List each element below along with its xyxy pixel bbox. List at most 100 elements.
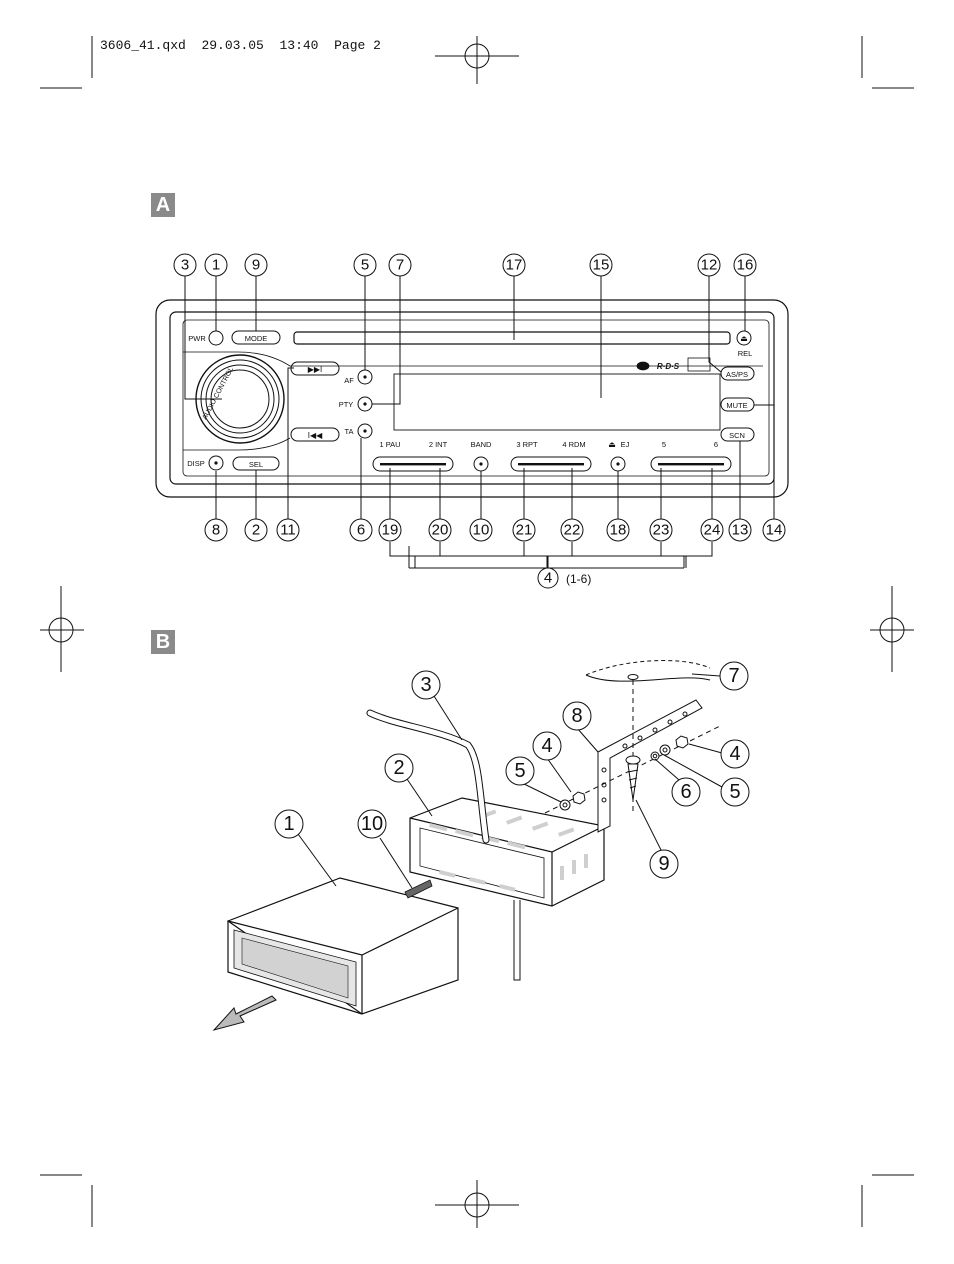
band-label: BAND bbox=[471, 440, 492, 449]
scn-button[interactable] bbox=[720, 427, 755, 442]
callout-b-6: 6 bbox=[680, 781, 691, 803]
callout-b-2: 2 bbox=[393, 757, 404, 779]
radio-unit bbox=[226, 877, 459, 1015]
as-ps-button[interactable] bbox=[720, 366, 755, 381]
rear-bolt bbox=[404, 879, 433, 899]
registration-mark-bottom bbox=[435, 1180, 519, 1228]
dashboard-panel bbox=[585, 660, 711, 682]
cd-logo bbox=[636, 357, 711, 372]
five-label: 5 bbox=[662, 440, 666, 449]
callout-23: 23 bbox=[653, 522, 670, 539]
ta-label: TA bbox=[344, 427, 353, 436]
callout-16: 16 bbox=[737, 257, 754, 274]
callout-1: 1 bbox=[212, 257, 220, 274]
six-label: 6 bbox=[714, 440, 718, 449]
self-tapping-screw bbox=[625, 755, 641, 801]
callout-9: 9 bbox=[252, 257, 260, 274]
ej-eject-icon: ⏏ bbox=[608, 440, 616, 449]
file-name: 3606_41.qxd bbox=[100, 38, 186, 53]
callout-b-9: 9 bbox=[658, 853, 669, 875]
rpt-label: 3 RPT bbox=[516, 440, 538, 449]
callout-b-8: 8 bbox=[571, 705, 582, 727]
registration-mark-left bbox=[40, 586, 84, 672]
callout-18: 18 bbox=[610, 522, 627, 539]
rds-logo: R·D·S bbox=[657, 362, 680, 371]
mute-label: MUTE bbox=[726, 401, 747, 410]
registration-mark-top bbox=[435, 36, 519, 84]
pull-out-arrow-icon bbox=[212, 995, 277, 1031]
ej-label: EJ bbox=[621, 440, 630, 449]
radio-front-panel bbox=[155, 299, 789, 498]
callout-b-1: 1 bbox=[283, 813, 294, 835]
power-button[interactable] bbox=[208, 330, 224, 346]
support-strap-cable bbox=[513, 900, 521, 981]
group-sub-brackets bbox=[389, 542, 713, 568]
release-button[interactable] bbox=[736, 330, 752, 346]
cd-slot bbox=[293, 331, 731, 345]
af-label: AF bbox=[344, 376, 354, 385]
bolt-axis-line bbox=[544, 725, 721, 814]
page-label: Page 2 bbox=[334, 38, 381, 53]
callout-24: 24 bbox=[704, 522, 721, 539]
rdm-label: 4 RDM bbox=[562, 440, 585, 449]
disp-label: DISP bbox=[187, 459, 205, 468]
ta-button[interactable] bbox=[357, 423, 373, 439]
sel-label: SEL bbox=[249, 460, 263, 469]
nut-and-washer-set bbox=[559, 735, 689, 811]
preset-button-5-6[interactable] bbox=[650, 456, 732, 472]
mounting-sleeve bbox=[409, 797, 605, 907]
preset-button-1-2[interactable] bbox=[372, 456, 454, 472]
callout-5: 5 bbox=[361, 257, 369, 274]
callout-8: 8 bbox=[212, 522, 220, 539]
callout-b-4-right: 4 bbox=[729, 743, 740, 765]
pau-label: 1 PAU bbox=[379, 440, 400, 449]
callout-7: 7 bbox=[396, 257, 404, 274]
registration-mark-right bbox=[870, 586, 914, 672]
preset-button-3-4[interactable] bbox=[510, 456, 592, 472]
pty-label: PTY bbox=[339, 400, 354, 409]
lcd-display bbox=[393, 373, 721, 431]
callout-10: 10 bbox=[473, 522, 490, 539]
callout-b-10: 10 bbox=[361, 813, 383, 835]
callout-11: 11 bbox=[280, 522, 296, 539]
panel-labels: PWR MODE ▶▶I I◀◀ AF PTY TA DISP SEL ⏏ RE… bbox=[187, 334, 752, 469]
mode-label: MODE bbox=[245, 334, 268, 343]
section-a-tag: A bbox=[151, 193, 175, 217]
section-b-tag: B bbox=[151, 630, 175, 654]
disp-button[interactable] bbox=[208, 455, 224, 471]
callouts-bottom bbox=[204, 518, 786, 589]
callout-4-group: 4 bbox=[544, 570, 552, 587]
callout-14: 14 bbox=[766, 522, 783, 539]
mounting-bracket bbox=[597, 699, 703, 833]
rel-label: REL bbox=[738, 349, 753, 358]
prev-button[interactable] bbox=[290, 427, 340, 442]
prev-symbol: I◀◀ bbox=[308, 431, 323, 440]
file-header: 3606_41.qxd 29.03.05 13:40 Page 2 bbox=[100, 38, 381, 53]
callouts-b bbox=[274, 661, 750, 879]
callout-22: 22 bbox=[564, 522, 581, 539]
eject-icon: ⏏ bbox=[740, 334, 748, 343]
callout-b-5-right: 5 bbox=[729, 781, 740, 803]
scn-label: SCN bbox=[729, 431, 745, 440]
group-note: (1-6) bbox=[566, 572, 591, 586]
callout-20: 20 bbox=[432, 522, 449, 539]
callout-17: 17 bbox=[506, 257, 523, 274]
file-date: 29.03.05 bbox=[201, 38, 264, 53]
callout-13: 13 bbox=[732, 522, 749, 539]
callout-6: 6 bbox=[357, 522, 365, 539]
callout-b-5-left: 5 bbox=[514, 760, 525, 782]
callout-b-7: 7 bbox=[728, 665, 739, 687]
next-symbol: ▶▶I bbox=[308, 365, 323, 374]
callouts-top bbox=[173, 253, 757, 277]
callout-b-3: 3 bbox=[420, 674, 431, 696]
callout-2: 2 bbox=[252, 522, 260, 539]
callout-12: 12 bbox=[701, 257, 718, 274]
callout-b-4-left: 4 bbox=[541, 735, 552, 757]
int-label: 2 INT bbox=[429, 440, 448, 449]
pwr-label: PWR bbox=[188, 334, 206, 343]
callout-19: 19 bbox=[382, 522, 399, 539]
as-ps-label: AS/PS bbox=[726, 370, 748, 379]
callout-15: 15 bbox=[593, 257, 610, 274]
file-time: 13:40 bbox=[279, 38, 319, 53]
